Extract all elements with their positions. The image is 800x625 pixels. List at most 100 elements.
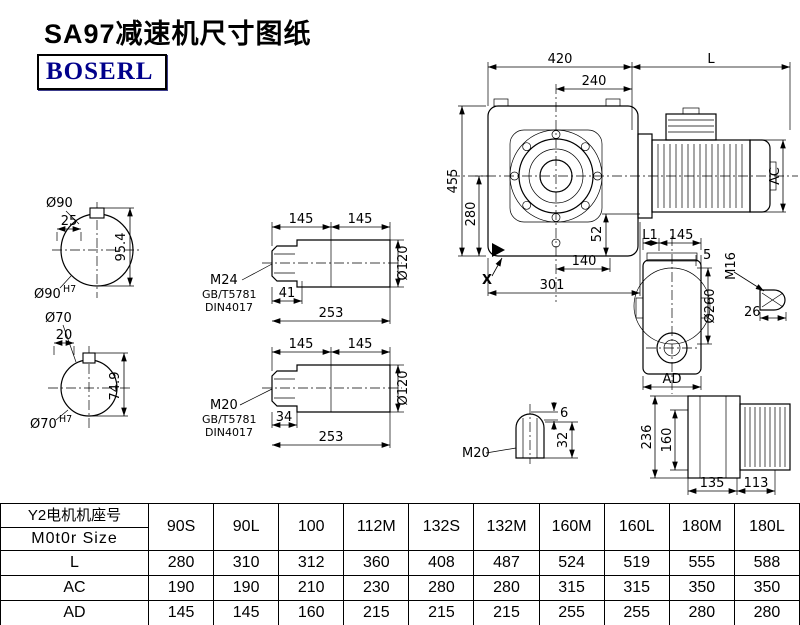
- corner-label-en: M0t0r Size: [31, 530, 118, 547]
- thread-label-m20: M20: [210, 398, 238, 413]
- dim-301: 301: [540, 278, 565, 293]
- col-header: 90L: [213, 503, 280, 551]
- cell: 487: [473, 550, 540, 576]
- cell: 255: [603, 600, 670, 625]
- col-header: 180L: [733, 503, 800, 551]
- cell: 210: [278, 575, 345, 601]
- table-header-row: Y2电机机座号 M0t0r Size 90S 90L 100 112M 132S…: [0, 503, 800, 551]
- cell: 280: [473, 575, 540, 601]
- col-header: 160M: [538, 503, 605, 551]
- dim-6: 6: [560, 406, 568, 421]
- dim-dia260: Ø260: [703, 288, 718, 323]
- page-title: SA97减速机尺寸图纸: [44, 19, 312, 49]
- cell: 215: [408, 600, 475, 625]
- dim-280: 280: [464, 202, 479, 227]
- cell: 519: [603, 550, 670, 576]
- std-gb: GB/T5781: [202, 413, 257, 426]
- motor-size-table: Y2电机机座号 M0t0r Size 90S 90L 100 112M 132S…: [0, 503, 800, 625]
- dim-L1: L1: [642, 228, 658, 243]
- dim-dia120: Ø120: [396, 370, 411, 405]
- dim-dia90-fit-tol: H7: [63, 284, 76, 295]
- table-row-L: L 280 310 312 360 408 487 524 519 555 58…: [0, 550, 800, 576]
- cell: 524: [538, 550, 605, 576]
- dim-20: 20: [56, 328, 73, 343]
- dim-420: 420: [548, 52, 573, 67]
- dim-dia70-fit-tol: H7: [59, 414, 72, 425]
- brand-logo: BOSERL: [37, 54, 167, 90]
- keyway-detail-view: 6 32 M20: [462, 402, 578, 464]
- col-header: 132M: [473, 503, 540, 551]
- cell: 315: [603, 575, 670, 601]
- dim-5: 5: [703, 248, 711, 263]
- dim-236: 236: [640, 425, 655, 450]
- dim-253: 253: [319, 430, 344, 445]
- side-view: 236 160 135 113: [640, 395, 791, 495]
- rear-view: L1 145 5 M16 Ø260 26 AD: [633, 228, 787, 394]
- dim-dia120: Ø120: [396, 245, 411, 280]
- shaft-end-view-bottom: Ø70 20 74.9 Ø70 H7: [30, 311, 130, 432]
- cell: 280: [408, 575, 475, 601]
- cell: 555: [668, 550, 735, 576]
- col-header: 180M: [668, 503, 735, 551]
- col-header: 132S: [408, 503, 475, 551]
- dim-dia70-fit: Ø70: [30, 417, 57, 432]
- dim-455: 455: [446, 169, 461, 194]
- cell: 312: [278, 550, 345, 576]
- cell: 215: [473, 600, 540, 625]
- dim-32: 32: [556, 432, 571, 449]
- cell: 350: [668, 575, 735, 601]
- std-din: DIN4017: [205, 301, 253, 314]
- dim-160: 160: [660, 428, 675, 453]
- cell: 310: [213, 550, 280, 576]
- cell: 160: [278, 600, 345, 625]
- dim-145-b: 145: [348, 212, 373, 227]
- dim-34: 34: [276, 410, 293, 425]
- cell: 230: [343, 575, 410, 601]
- dim-52: 52: [590, 226, 605, 243]
- dim-135: 135: [700, 476, 725, 491]
- main-view: 420 L 240 455 280 AC 52 140 301 X: [446, 52, 798, 302]
- row-label: L: [0, 550, 149, 576]
- corner-label-cn: Y2电机机座号: [1, 504, 148, 528]
- shaft-end-view-top: Ø90 25 95.4 Ø90 H7: [34, 196, 142, 302]
- dim-253: 253: [319, 306, 344, 321]
- dim-AC: AC: [768, 167, 783, 185]
- dim-145: 145: [669, 228, 694, 243]
- technical-drawing: 420 L 240 455 280 AC 52 140 301 X Ø90: [30, 52, 798, 495]
- dim-AD: AD: [663, 372, 682, 387]
- cell: 255: [538, 600, 605, 625]
- table-row-AD: AD 145 145 160 215 215 215 255 255 280 2…: [0, 600, 800, 625]
- col-header: 100: [278, 503, 345, 551]
- cell: 145: [147, 600, 215, 625]
- thread-label-m20: M20: [462, 446, 490, 461]
- row-label: AD: [0, 600, 149, 625]
- thread-label-m24: M24: [210, 273, 238, 288]
- std-gb: GB/T5781: [202, 288, 257, 301]
- dim-26: 26: [744, 305, 761, 320]
- dim-145-a: 145: [289, 212, 314, 227]
- col-header: 112M: [343, 503, 410, 551]
- table-row-AC: AC 190 190 210 230 280 280 315 315 350 3…: [0, 575, 800, 601]
- shaft-profile-top: 145 145 Ø120 M24 GB/T5781 DIN4017 41 253: [202, 212, 411, 324]
- dim-25: 25: [61, 214, 78, 229]
- cell: 280: [147, 550, 215, 576]
- std-din: DIN4017: [205, 426, 253, 439]
- cell: 408: [408, 550, 475, 576]
- dim-74-9: 74.9: [108, 372, 123, 401]
- cell: 280: [733, 600, 800, 625]
- dim-41: 41: [279, 286, 296, 301]
- shaft-profile-bottom: 145 145 Ø120 M20 GB/T5781 DIN4017 34 253: [202, 337, 411, 448]
- cell: 215: [343, 600, 410, 625]
- dim-95-4: 95.4: [114, 233, 129, 262]
- dim-dia90-fit: Ø90: [34, 287, 61, 302]
- col-header: 160L: [603, 503, 670, 551]
- row-label: AC: [0, 575, 149, 601]
- dim-X: X: [482, 273, 492, 288]
- dim-113: 113: [744, 476, 769, 491]
- dim-L: L: [707, 52, 715, 67]
- cell: 190: [213, 575, 280, 601]
- thread-label-m16: M16: [724, 252, 739, 280]
- brand-logo-text: BOSERL: [46, 58, 154, 85]
- dim-140: 140: [572, 254, 597, 269]
